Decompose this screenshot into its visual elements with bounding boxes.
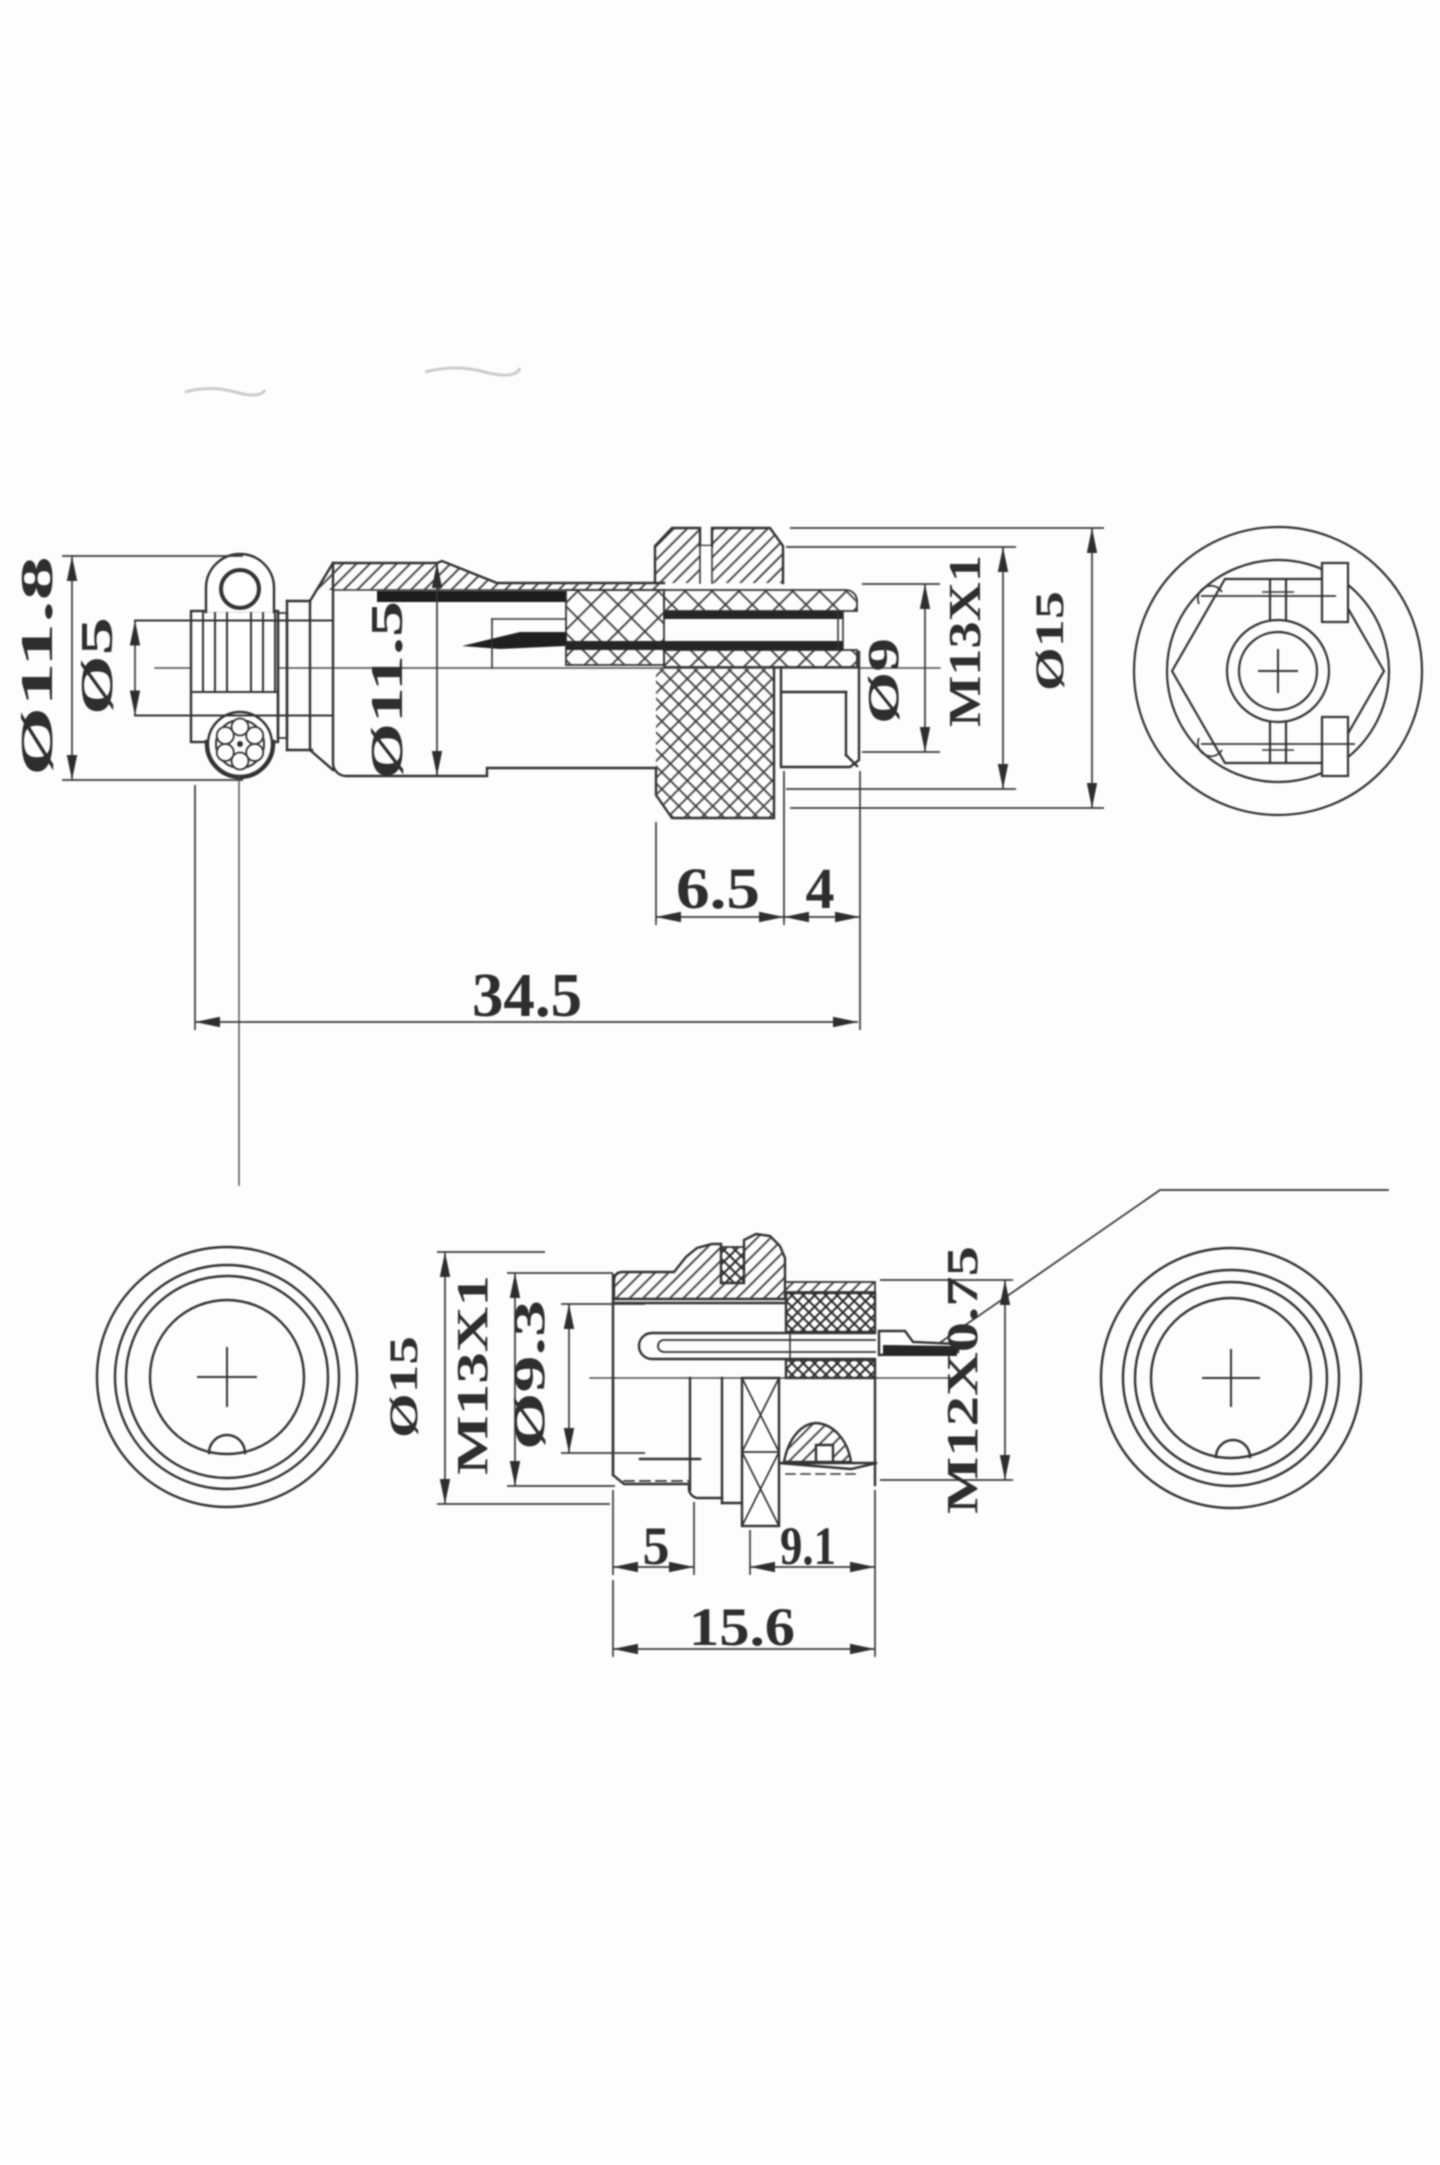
svg-text:Ø9: Ø9	[859, 638, 908, 724]
svg-text:Ø5: Ø5	[71, 617, 122, 715]
svg-text:Ø11.8: Ø11.8	[11, 556, 62, 776]
svg-text:5: 5	[643, 1516, 670, 1576]
svg-text:Ø11.5: Ø11.5	[361, 601, 412, 779]
svg-text:34.5: 34.5	[472, 962, 582, 1030]
svg-text:Ø15: Ø15	[381, 1336, 426, 1438]
svg-text:4: 4	[806, 856, 835, 921]
svg-text:M12X0.75: M12X0.75	[938, 1246, 987, 1514]
svg-text:M13X1: M13X1	[448, 1275, 497, 1475]
svg-text:6.5: 6.5	[676, 856, 760, 921]
svg-text:M13X1: M13X1	[939, 555, 990, 727]
svg-text:Ø9.3: Ø9.3	[505, 1300, 554, 1450]
svg-text:9.1: 9.1	[780, 1516, 836, 1576]
svg-text:15.6: 15.6	[689, 1597, 795, 1657]
svg-text:Ø15: Ø15	[1027, 591, 1072, 691]
